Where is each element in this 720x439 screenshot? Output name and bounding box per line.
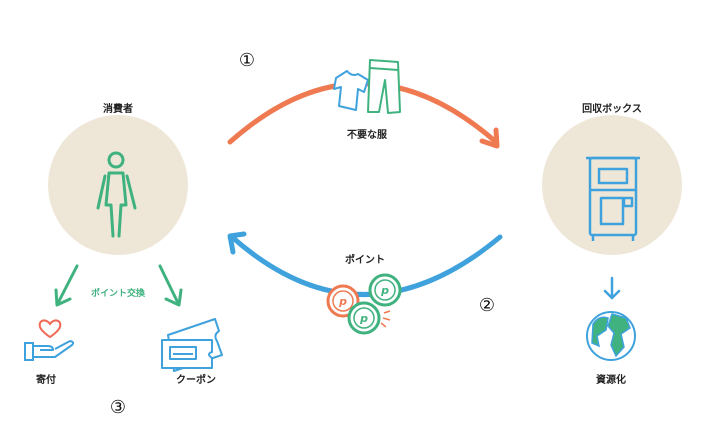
- coin-sparkle-icon: [380, 310, 391, 328]
- recycle-arrow: [603, 276, 621, 300]
- svg-text:①: ①: [239, 50, 255, 71]
- svg-text:p: p: [338, 295, 347, 308]
- collection-box-icon: [586, 156, 640, 241]
- svg-text:②: ②: [479, 295, 495, 316]
- consumer-circle: [48, 115, 188, 255]
- svg-text:p: p: [359, 312, 368, 325]
- step-marker-1: ①: [239, 50, 255, 71]
- box-circle: [542, 115, 682, 255]
- recycle-label: 資源化: [596, 373, 626, 386]
- globe-icon: [586, 311, 636, 361]
- box-label: 回収ボックス: [582, 102, 642, 115]
- points-label: ポイント: [345, 253, 385, 266]
- clothes-arrowhead: [479, 127, 500, 149]
- coupon-label: クーポン: [176, 373, 216, 386]
- donation-heart-hand-icon: [24, 319, 75, 361]
- points-flow-arrow: [229, 234, 503, 297]
- coin-icon-green-top: p: [368, 273, 402, 307]
- step-marker-2: ②: [479, 295, 495, 316]
- consumer-label: 消費者: [103, 102, 133, 115]
- coin-icon-orange: p: [326, 284, 360, 318]
- coupon-ticket-icon: [161, 318, 223, 372]
- pants-icon: [367, 59, 401, 114]
- svg-text:p: p: [380, 284, 389, 297]
- clothes-label: 不要な服: [347, 129, 388, 141]
- svg-text:③: ③: [110, 397, 126, 418]
- points-arrowhead: [227, 231, 247, 255]
- coin-icon-green-bottom: p: [347, 301, 381, 335]
- tshirt-icon: [333, 70, 369, 111]
- exchange-label: ポイント交換: [91, 287, 146, 299]
- exchange-arrows: [54, 264, 183, 307]
- donation-label: 寄付: [36, 373, 56, 386]
- step-marker-3: ③: [110, 397, 126, 418]
- person-icon: [96, 151, 137, 238]
